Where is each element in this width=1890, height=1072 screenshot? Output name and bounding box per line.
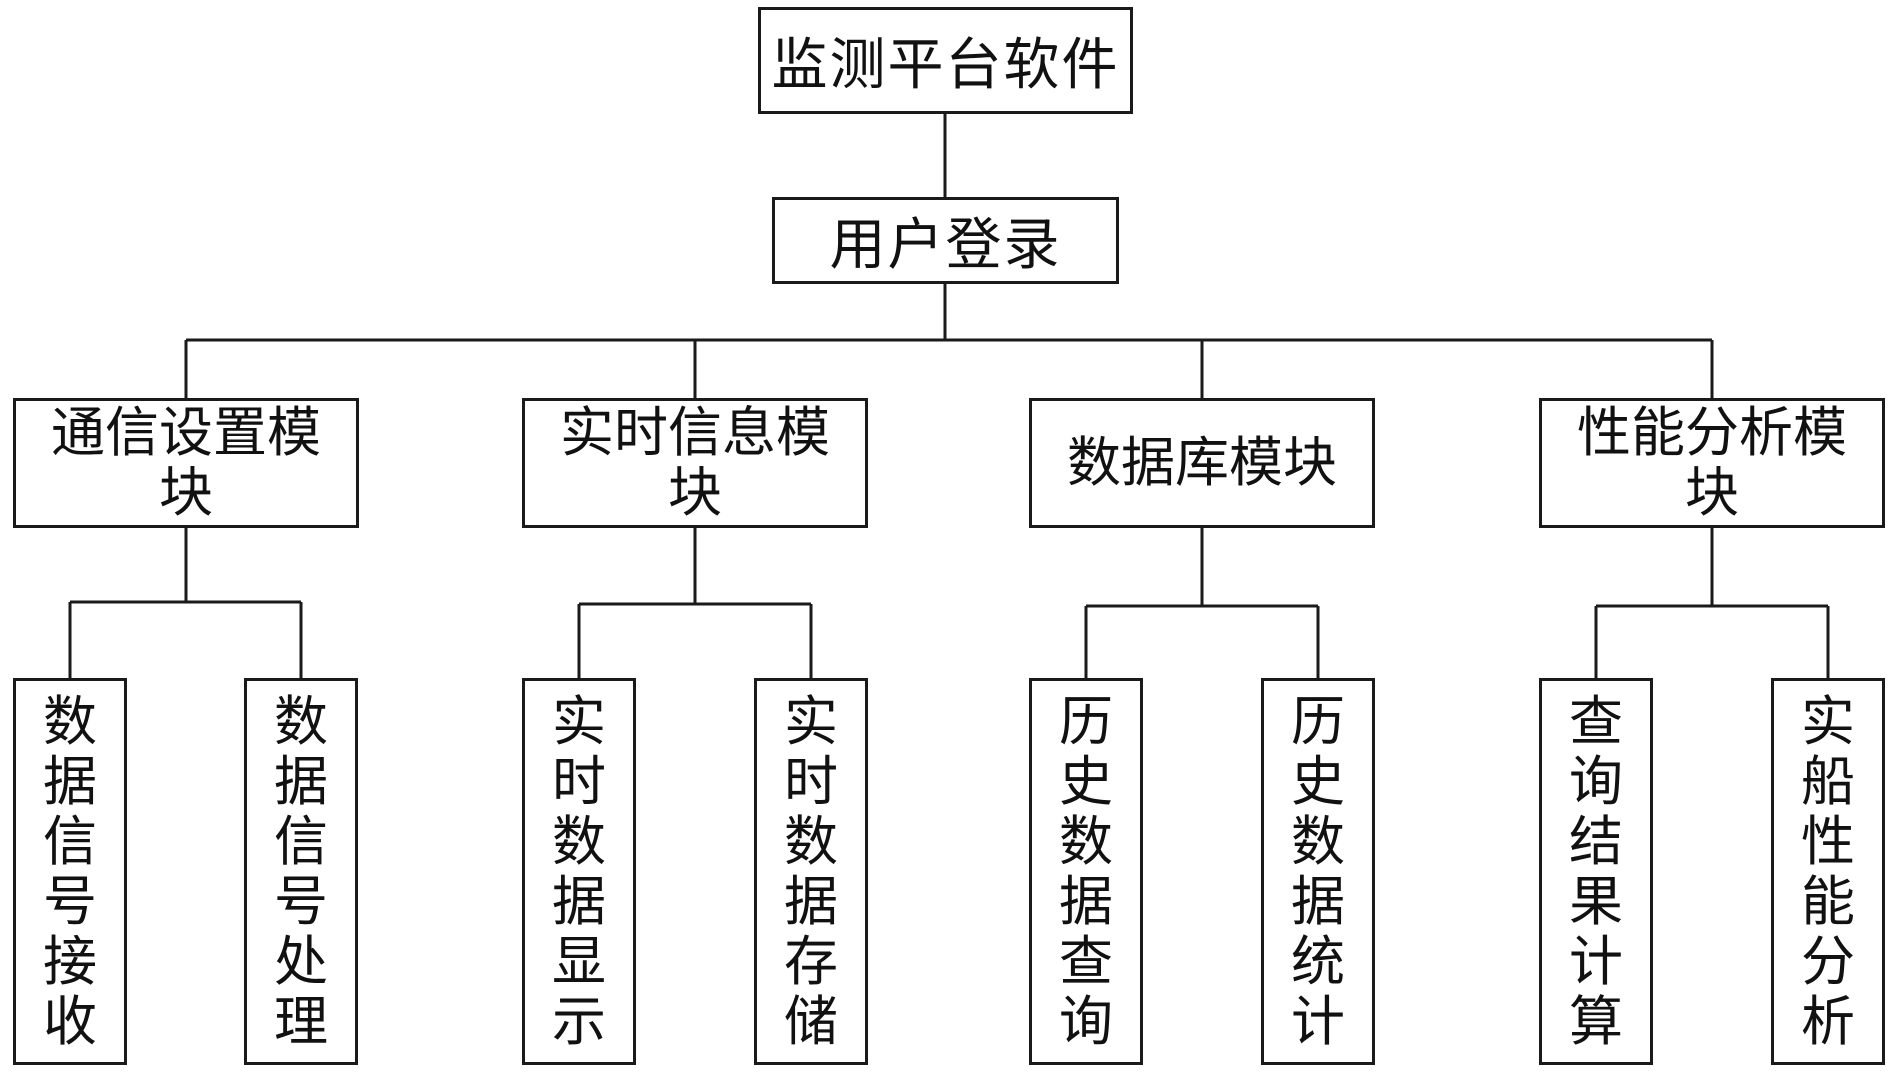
- login-node: 用户登录: [772, 197, 1119, 284]
- root-node-label: 监测平台软件: [771, 33, 1120, 98]
- leaf-node-realtime-storage: 实时数据存储: [754, 678, 868, 1065]
- leaf-node-ship-performance-analysis: 实船性能分析: [1771, 678, 1885, 1065]
- leaf-label: 实船性能分析: [1800, 689, 1855, 1053]
- leaf-label: 数据信号处理: [273, 689, 328, 1053]
- leaf-label: 查询结果计算: [1568, 689, 1623, 1053]
- module-label: 实时信息模块: [560, 401, 830, 524]
- leaf-node-signal-process: 数据信号处理: [244, 678, 358, 1065]
- module-label: 性能分析模块: [1577, 401, 1847, 524]
- leaf-node-signal-receive: 数据信号接收: [13, 678, 127, 1065]
- module-label: 数据库模块: [1067, 431, 1337, 494]
- leaf-label: 实时数据显示: [551, 689, 606, 1053]
- leaf-node-history-statistics: 历史数据统计: [1261, 678, 1375, 1065]
- module-node-database: 数据库模块: [1029, 398, 1375, 528]
- leaf-node-result-calculation: 查询结果计算: [1539, 678, 1653, 1065]
- module-node-performance: 性能分析模块: [1539, 398, 1885, 528]
- module-node-realtime: 实时信息模块: [522, 398, 868, 528]
- root-node: 监测平台软件: [758, 7, 1133, 114]
- module-label: 通信设置模块: [51, 401, 321, 524]
- leaf-label: 历史数据统计: [1290, 689, 1345, 1053]
- leaf-label: 实时数据存储: [783, 689, 838, 1053]
- leaf-node-realtime-display: 实时数据显示: [522, 678, 636, 1065]
- module-node-communication: 通信设置模块: [13, 398, 359, 528]
- leaf-label: 历史数据查询: [1058, 689, 1113, 1053]
- leaf-label: 数据信号接收: [42, 689, 97, 1053]
- login-node-label: 用户登录: [829, 213, 1062, 278]
- leaf-node-history-query: 历史数据查询: [1029, 678, 1143, 1065]
